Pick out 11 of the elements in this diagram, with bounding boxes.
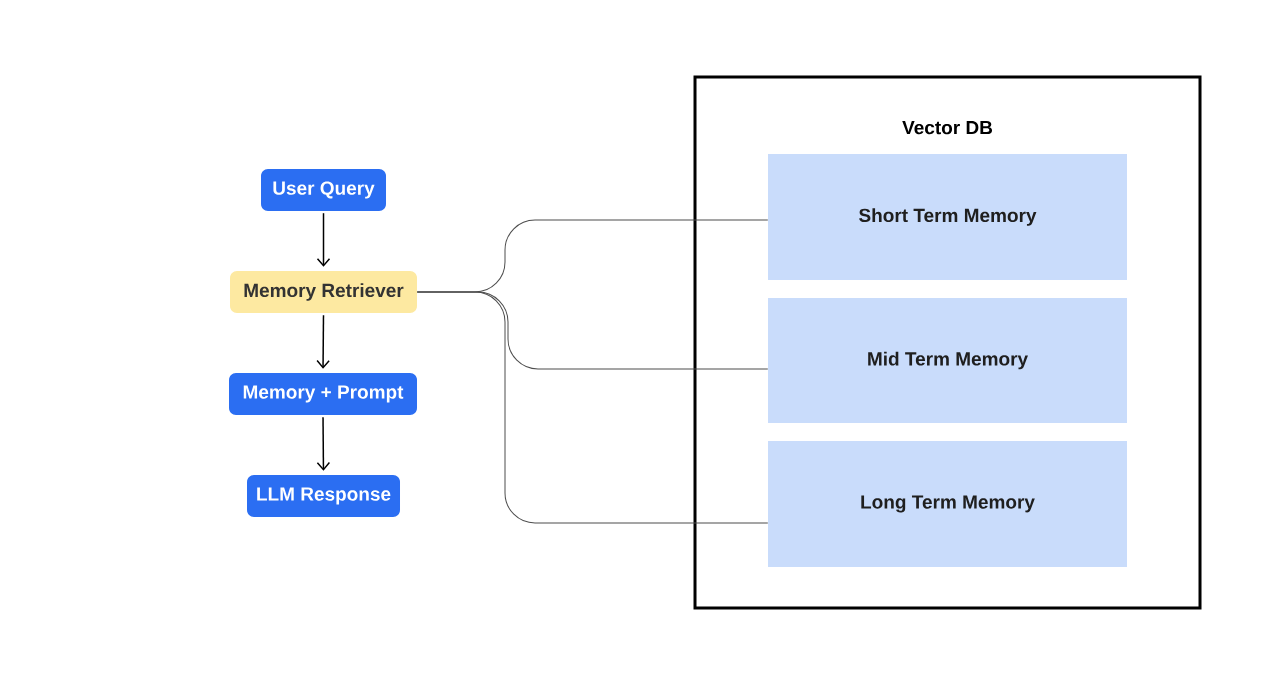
memory-box: Long Term Memory	[768, 441, 1127, 567]
process-box: Memory Retriever	[230, 271, 417, 313]
process-box: User Query	[261, 169, 386, 211]
arrow	[316, 416, 331, 471]
process-box: Memory + Prompt	[229, 373, 417, 415]
process-box: LLM Response	[247, 475, 400, 517]
arrow	[316, 314, 330, 369]
connector-line	[416, 291, 769, 524]
arrow	[316, 212, 331, 267]
memory-box: Short Term Memory	[768, 154, 1127, 280]
memory-box: Mid Term Memory	[768, 298, 1127, 423]
